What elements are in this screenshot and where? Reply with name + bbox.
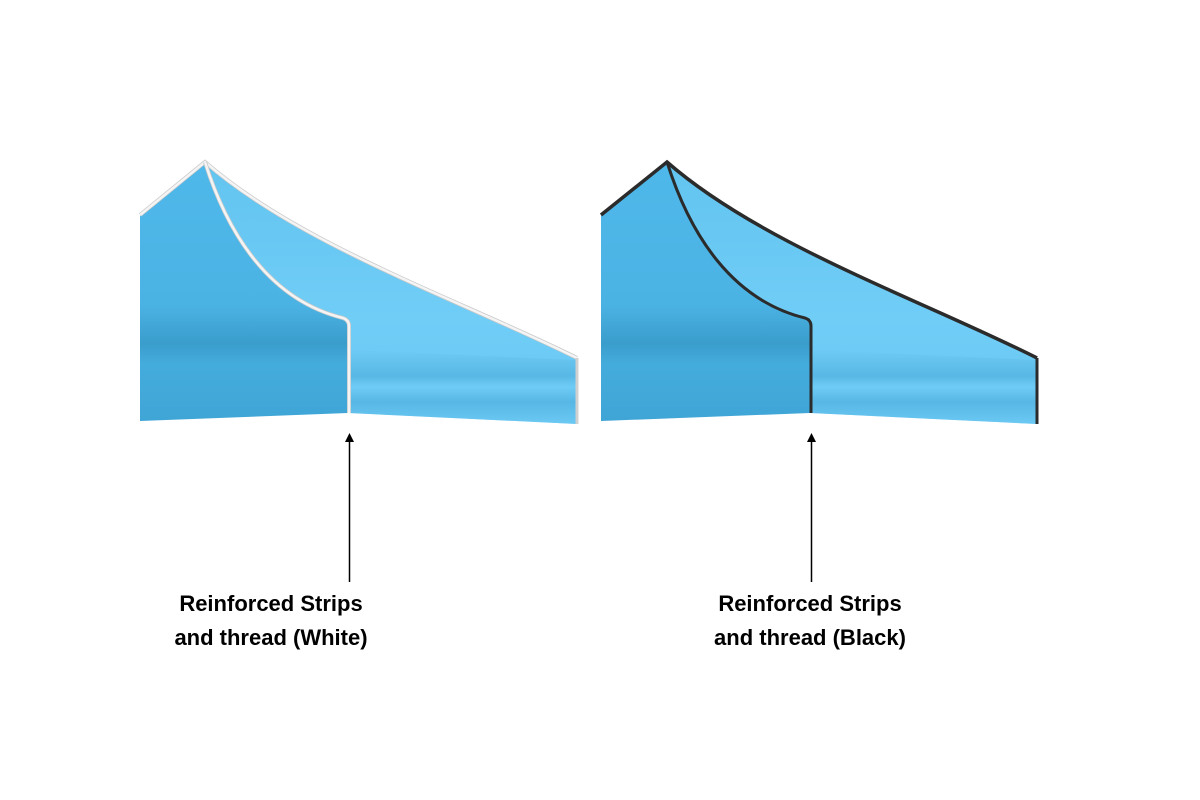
reinforced-strip-corner-inner xyxy=(203,161,351,413)
caption-black: Reinforced Strips and thread (Black) xyxy=(610,587,1010,655)
front-panel xyxy=(140,162,348,421)
caption-line-2: and thread (White) xyxy=(174,625,368,650)
valance-folds xyxy=(812,350,1037,424)
canopy-illustration-white xyxy=(138,159,579,582)
canopy-illustration-black xyxy=(600,159,1039,582)
caption-line-1: Reinforced Strips xyxy=(179,591,363,616)
figure-black-trim: Reinforced Strips and thread (Black) xyxy=(600,0,1200,800)
figure-white-trim: Reinforced Strips and thread (White) xyxy=(71,159,579,655)
reinforced-strip-ridge-inner xyxy=(139,160,578,360)
reinforced-strip-corner xyxy=(665,161,813,413)
caption-line-1: Reinforced Strips xyxy=(718,591,902,616)
valance-folds xyxy=(350,350,577,424)
reinforced-strip-ridge xyxy=(600,159,1038,360)
arrow-up-icon xyxy=(807,433,816,442)
caption-white: Reinforced Strips and thread (White) xyxy=(71,587,471,655)
arrow-up-icon xyxy=(345,433,354,442)
front-panel xyxy=(601,162,810,421)
caption-line-2: and thread (Black) xyxy=(714,625,906,650)
